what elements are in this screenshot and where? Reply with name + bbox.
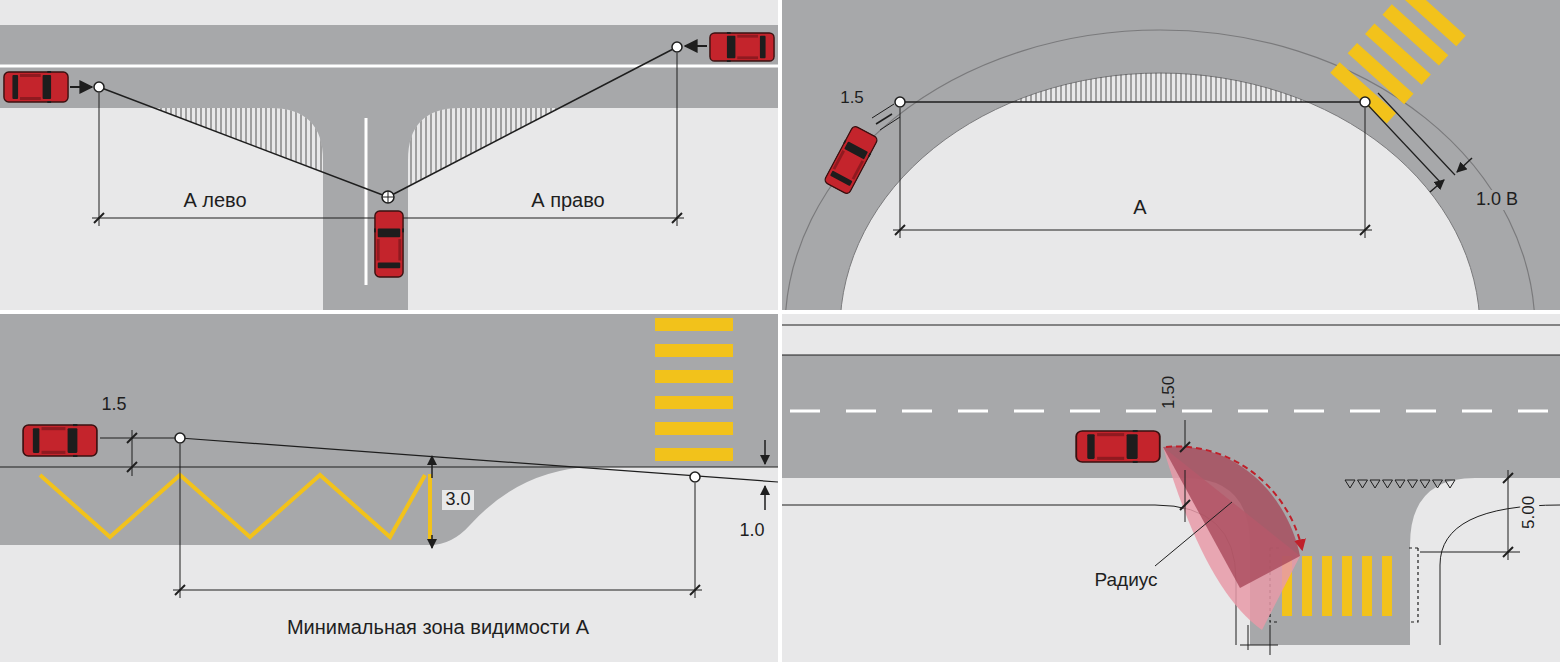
sight-distance-left: А лево — [180, 189, 249, 211]
sight-distance-right: А право — [528, 189, 608, 211]
offset-dimension: 1.50 — [1161, 372, 1180, 411]
offset-dimension: 1.5 — [837, 89, 867, 108]
panel-bus-bay — [0, 314, 778, 662]
offset-dimension: 1.0 В — [1473, 190, 1521, 210]
panel-right-turn — [782, 314, 1560, 662]
sight-distance: А — [1130, 196, 1149, 218]
zone-caption: Минимальная зона видимости А — [284, 616, 592, 638]
panel-t-junction — [0, 0, 778, 310]
panel-curve — [782, 0, 1560, 310]
offset-dimension: 1.5 — [98, 395, 129, 415]
setback-dimension: 5.00 — [1521, 492, 1540, 531]
offset-dimension: 1.0 — [736, 521, 767, 541]
radius-label: Радиус — [1091, 570, 1160, 591]
bay-width-dimension: 3.0 — [442, 490, 473, 510]
